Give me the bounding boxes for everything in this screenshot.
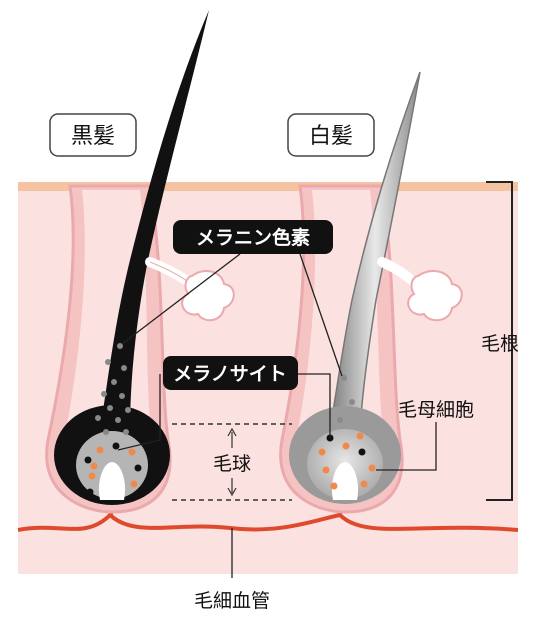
white-hair-label: 白髪 bbox=[309, 124, 353, 149]
melanin-granules-left bbox=[95, 343, 131, 435]
sebaceous-gland-right bbox=[407, 269, 463, 322]
label-melanocyte: メラノサイト bbox=[163, 356, 298, 390]
black-hair-shaft bbox=[100, 10, 209, 430]
hair-root-bracket bbox=[486, 181, 513, 501]
hair-bulb-range bbox=[172, 423, 292, 501]
leader-melanin-right bbox=[299, 253, 343, 377]
melanin-granules-right bbox=[337, 375, 355, 423]
melanocyte-label: メラノサイト bbox=[173, 363, 287, 385]
label-melanin-pigment: メラニン色素 bbox=[173, 220, 333, 254]
sebaceous-glands bbox=[145, 257, 463, 322]
label-black-hair: 黒髪 bbox=[49, 113, 137, 157]
follicle-white-hair bbox=[279, 71, 421, 514]
bulb-arrowhead-down bbox=[227, 487, 237, 497]
follicle-black-hair bbox=[45, 10, 209, 514]
leader-melanin-left bbox=[121, 253, 241, 345]
bulb-arrowhead-up bbox=[227, 427, 237, 437]
hair-bulb-label: 毛球 bbox=[213, 453, 251, 475]
white-hair-papilla bbox=[331, 462, 359, 500]
leader-matrix-cell bbox=[376, 422, 437, 471]
capillary-label: 毛細血管 bbox=[194, 590, 270, 612]
capillary-blood-vessel bbox=[17, 512, 519, 532]
label-white-hair: 白髪 bbox=[287, 113, 375, 157]
melanocyte-dots-left bbox=[84, 442, 142, 496]
leader-melanocyte-right bbox=[290, 373, 331, 438]
hair-root-label: 毛根 bbox=[481, 333, 519, 355]
sebaceous-gland-left bbox=[181, 269, 235, 322]
skin-surface bbox=[18, 182, 518, 191]
black-hair-papilla bbox=[98, 462, 126, 500]
hair-matrix-cell-label: 毛母細胞 bbox=[398, 399, 474, 421]
leader-melanocyte-left bbox=[117, 374, 161, 451]
melanin-pigment-label: メラニン色素 bbox=[196, 226, 310, 249]
black-hair-label: 黒髪 bbox=[71, 124, 115, 149]
melanocyte-dots-right bbox=[318, 432, 376, 490]
leader-lines bbox=[117, 253, 437, 578]
